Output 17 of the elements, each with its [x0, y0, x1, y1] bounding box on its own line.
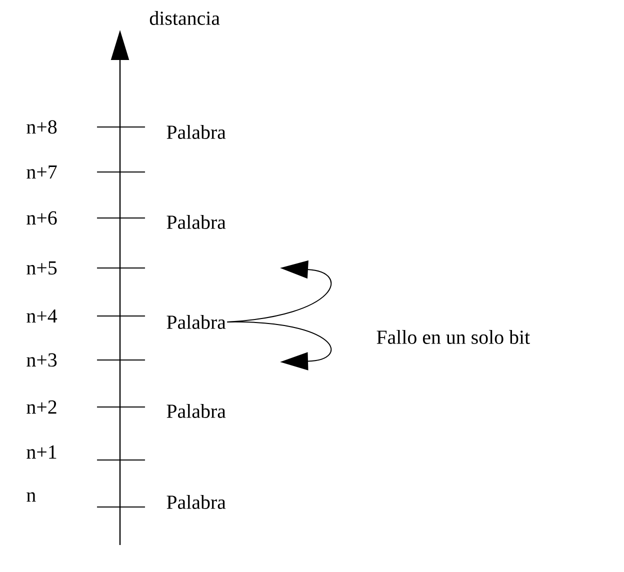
tick-label: n+3: [26, 353, 57, 367]
tick-label: n: [26, 492, 36, 502]
tick-label: n+2: [26, 400, 56, 414]
tick-label: n+4: [26, 309, 58, 323]
tick-label: n+8: [26, 120, 57, 134]
word-label: Palabra: [166, 404, 226, 418]
axis-label: distancia: [150, 10, 220, 25]
tick-label: n+6: [26, 211, 57, 225]
word-label: Palabra: [166, 314, 226, 329]
word-label: Palabra: [166, 494, 226, 509]
tick-label: n+7: [26, 165, 57, 179]
tick-label: n+1: [26, 445, 56, 459]
word-label: Palabra: [166, 214, 226, 229]
word-label: Palabra: [166, 124, 226, 139]
tick-label: n+5: [26, 261, 57, 275]
annotation-text: Fallo en un solo bit: [376, 330, 530, 344]
curved-arrow: [226, 322, 332, 370]
